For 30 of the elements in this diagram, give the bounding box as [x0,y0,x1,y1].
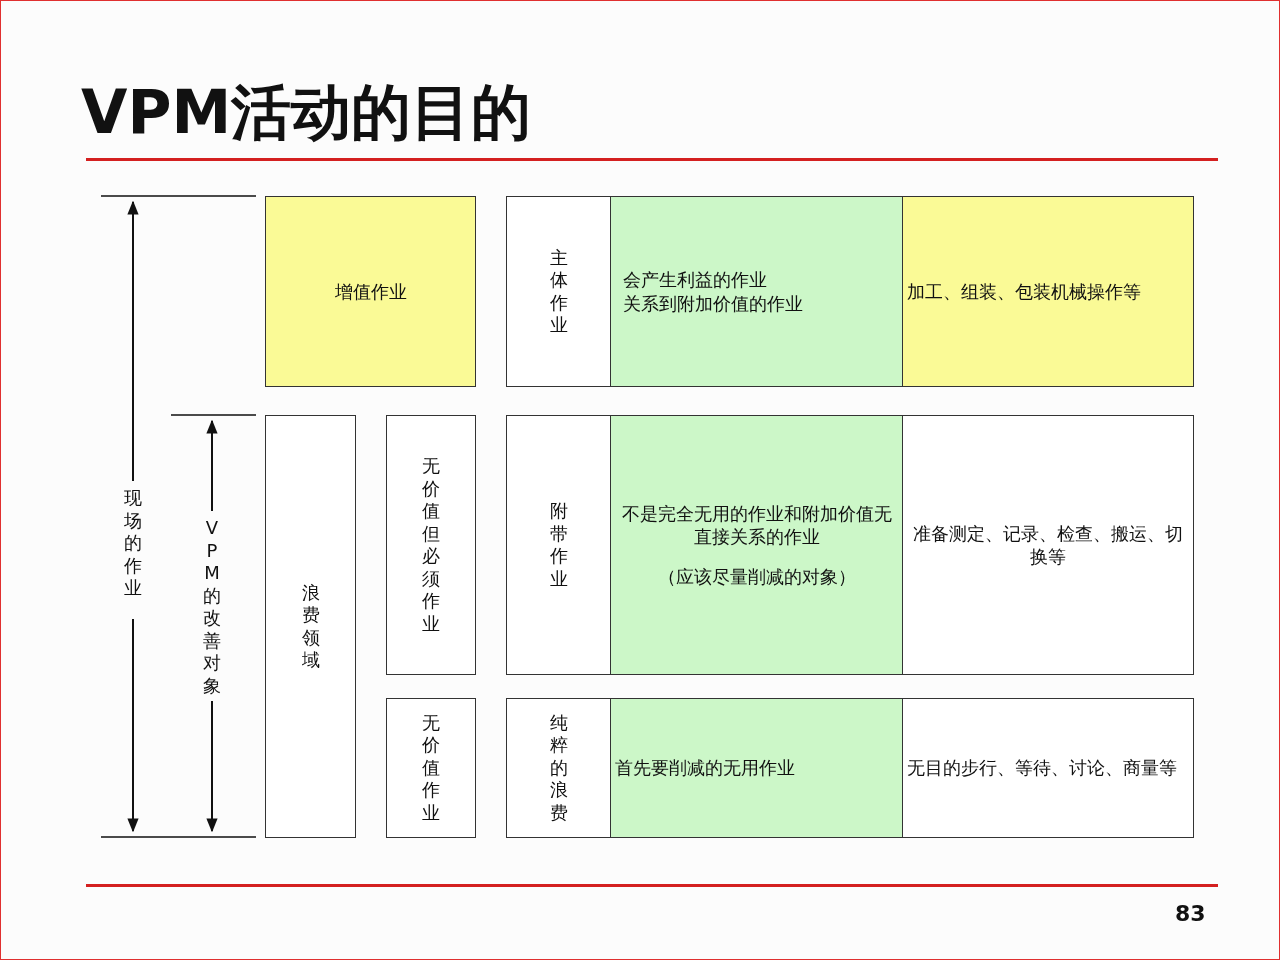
category-box [610,698,903,838]
vertical-label: 浪费领域 [301,581,320,672]
cell-text: 首先要削减的无用作业 [615,756,795,780]
category-box [610,196,903,387]
page-number: 83 [1175,901,1206,926]
cell-text: 准备测定、记录、检查、搬运、切换等 [912,521,1184,569]
category-box [506,698,611,838]
cell-text: 关系到附加价值的作业 [623,291,803,315]
category-box [506,415,611,675]
slide-title: VPM活动的目的 [81,76,532,149]
category-box [386,698,476,838]
category-box [506,196,611,387]
cell-text: 不是完全无用的作业和附加价值无直接关系的作业 [620,501,893,549]
vertical-label: 附带作业 [549,500,568,590]
cell-text: 增值作业 [334,279,407,304]
vertical-label: 纯粹的浪费 [549,711,568,825]
vertical-label: 主体作业 [549,246,568,337]
cell-text: 会产生利益的作业 [623,268,767,292]
cell-text: （应该尽量削减的对象） [657,564,856,589]
cell-text: 无目的步行、等待、讨论、商量等 [907,756,1177,780]
cell-text: 加工、组装、包装机械操作等 [907,279,1141,304]
category-box [265,415,356,838]
category-box [902,196,1194,387]
category-box [386,415,476,675]
category-box [265,196,476,387]
category-box [902,415,1194,675]
vertical-label: 无价值作业 [422,711,440,825]
category-box [610,415,903,675]
vertical-label: 无价值但必须作业 [422,455,440,635]
category-box [902,698,1194,838]
